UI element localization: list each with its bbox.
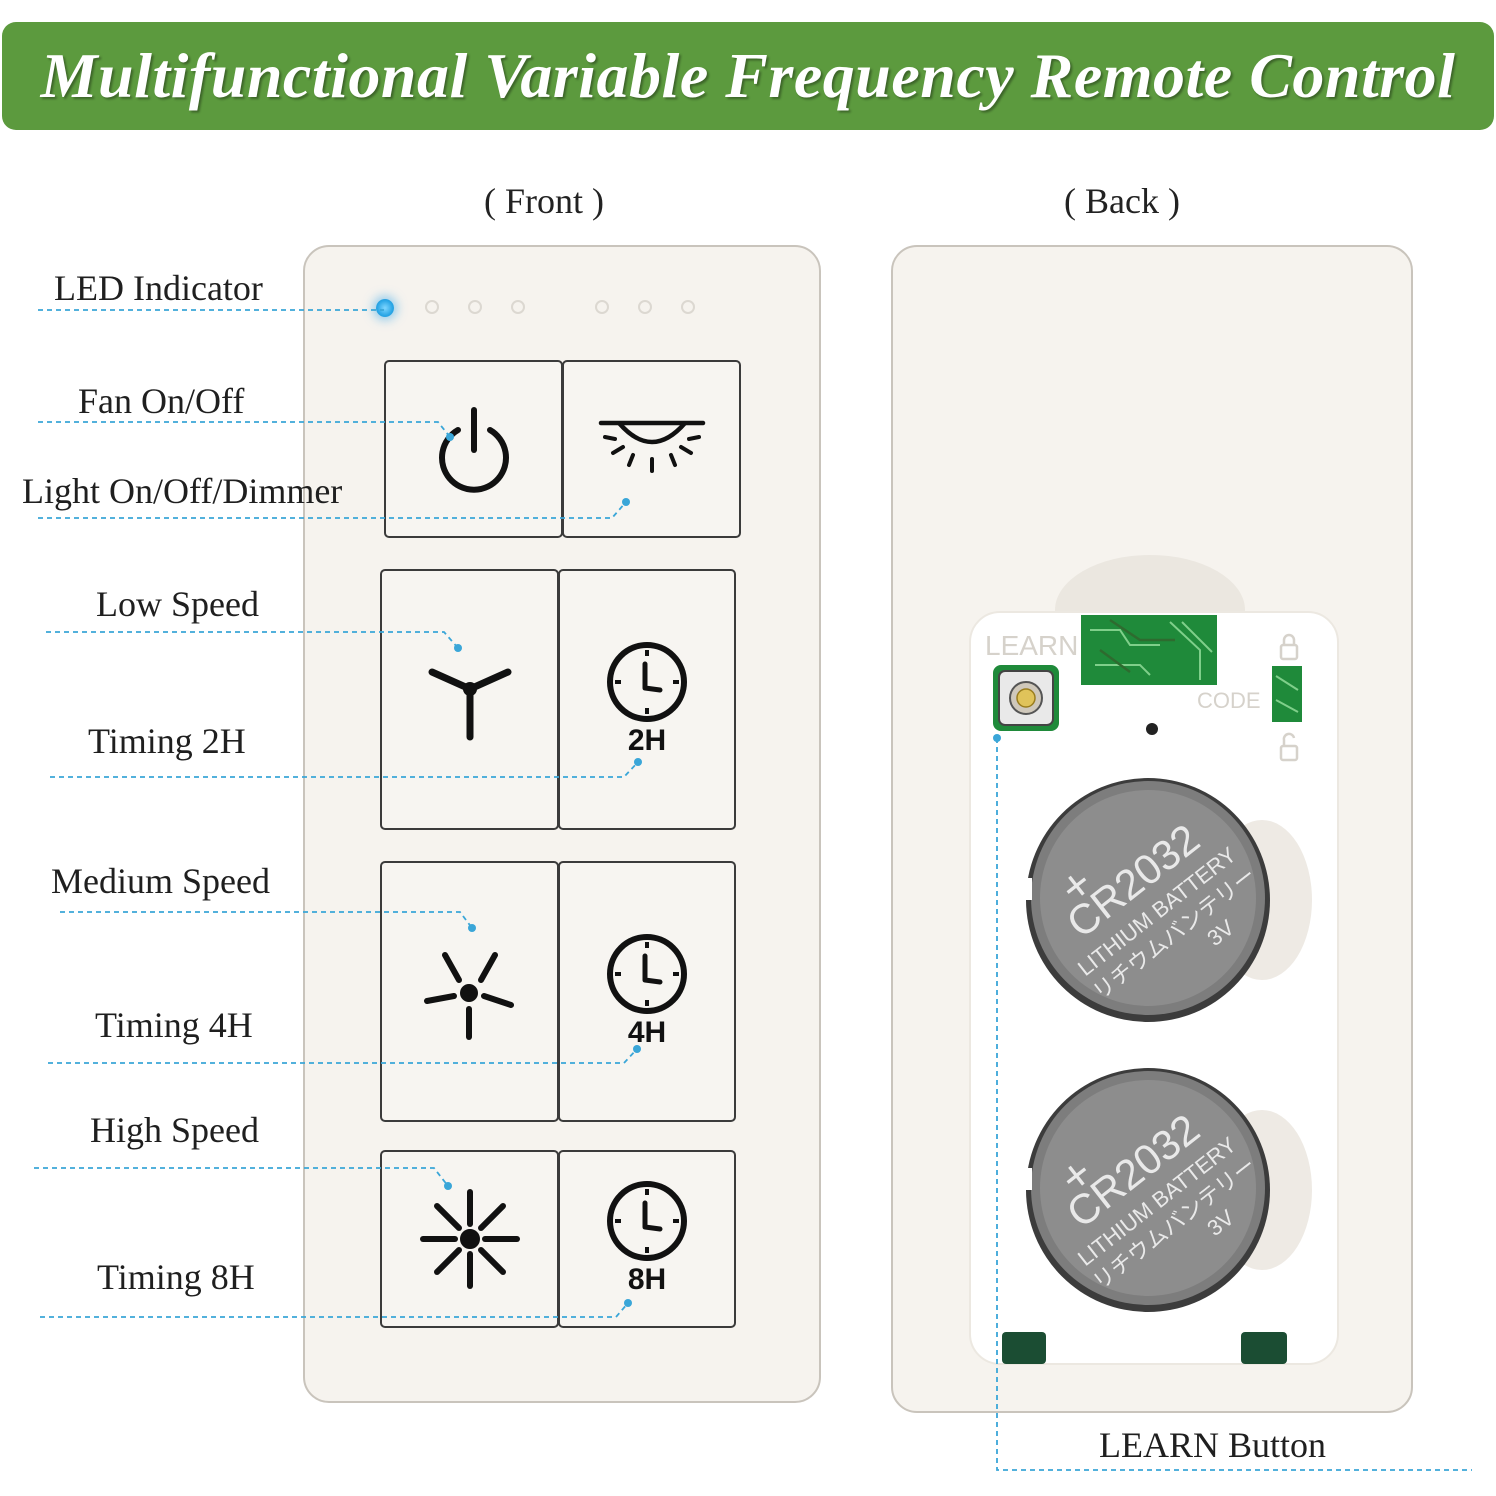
fan-power-button[interactable] <box>384 360 563 538</box>
back-view-label: ( Back ) <box>1064 181 1180 221</box>
indicator-hole <box>1146 723 1158 735</box>
leader-dot <box>993 734 1001 742</box>
front-view-label: ( Front ) <box>484 181 604 221</box>
leader-timing-2h <box>50 761 639 778</box>
leader-dot <box>633 1045 641 1053</box>
title-banner: Multifunctional Variable Frequency Remot… <box>2 22 1494 130</box>
leader-dot <box>622 498 630 506</box>
page-title: Multifunctional Variable Frequency Remot… <box>40 40 1456 111</box>
light-dimmer-button[interactable] <box>562 360 741 538</box>
high-speed-button[interactable] <box>380 1150 559 1328</box>
leader-timing-4h <box>48 1048 638 1064</box>
led-indicator-active <box>376 299 394 317</box>
leader-high-speed <box>34 1167 449 1187</box>
led-indicator <box>468 300 482 314</box>
led-indicator <box>638 300 652 314</box>
learn-print-label: LEARN <box>985 630 1078 661</box>
power-icon <box>438 407 509 493</box>
leader-dot <box>468 924 476 932</box>
callout-high-speed: High Speed <box>90 1110 259 1150</box>
callout-low-speed: Low Speed <box>96 584 259 624</box>
clock-icon: 8H <box>607 1181 687 1296</box>
timer-4h-label: 4H <box>628 1016 666 1049</box>
medium-speed-button[interactable] <box>380 861 559 1122</box>
callout-timing-2h: Timing 2H <box>88 721 246 761</box>
callout-light-dimmer: Light On/Off/Dimmer <box>22 471 343 511</box>
led-indicator <box>681 300 695 314</box>
timer-2h-button[interactable]: 2H <box>558 569 736 830</box>
callout-medium-speed: Medium Speed <box>51 861 270 901</box>
battery-latch-left <box>1002 1332 1046 1364</box>
fan-8-blade-icon <box>419 1189 520 1289</box>
leader-light-dimmer <box>38 501 627 519</box>
led-indicator <box>425 300 439 314</box>
clock-icon: 4H <box>607 933 687 1049</box>
battery-1: + CR2032 LITHIUM BATTERY リチウムバンテリー 3V <box>1018 772 1312 1022</box>
lock-icon <box>1279 633 1299 661</box>
led-indicator <box>511 300 525 314</box>
learn-button[interactable] <box>993 665 1059 731</box>
leader-dot <box>634 758 642 766</box>
leader-medium-speed <box>60 911 473 929</box>
callout-timing-8h: Timing 8H <box>97 1257 255 1297</box>
low-speed-button[interactable] <box>380 569 559 830</box>
leader-low-speed <box>46 631 459 649</box>
leader-dot <box>454 644 462 652</box>
leader-learn-button <box>996 738 1472 1471</box>
callout-led-indicator: LED Indicator <box>54 268 263 308</box>
leader-dot <box>624 1299 632 1307</box>
timer-8h-label: 8H <box>628 1263 666 1296</box>
code-print-label: CODE <box>1197 688 1261 713</box>
battery-2: + CR2032 LITHIUM BATTERY リチウムバンテリー 3V <box>1018 1062 1312 1312</box>
leader-fan-on-off <box>38 421 451 438</box>
circuit-board <box>1081 615 1302 722</box>
led-indicator <box>595 300 609 314</box>
callout-timing-4h: Timing 4H <box>95 1005 253 1045</box>
ceiling-light-icon <box>598 420 705 473</box>
timer-2h-label: 2H <box>628 724 666 757</box>
callout-learn-button: LEARN Button <box>1099 1425 1327 1465</box>
leader-dot <box>446 433 454 441</box>
timer-4h-button[interactable]: 4H <box>558 861 736 1122</box>
fan-3-blade-icon <box>428 668 511 740</box>
unlock-icon <box>1279 732 1299 762</box>
clock-icon: 2H <box>607 641 687 757</box>
leader-dot <box>444 1182 452 1190</box>
leader-timing-8h <box>40 1302 629 1318</box>
callout-fan-on-off: Fan On/Off <box>78 381 245 421</box>
battery-latch-right <box>1241 1332 1287 1364</box>
timer-8h-button[interactable]: 8H <box>558 1150 736 1328</box>
fan-6-blade-icon <box>423 951 514 1040</box>
